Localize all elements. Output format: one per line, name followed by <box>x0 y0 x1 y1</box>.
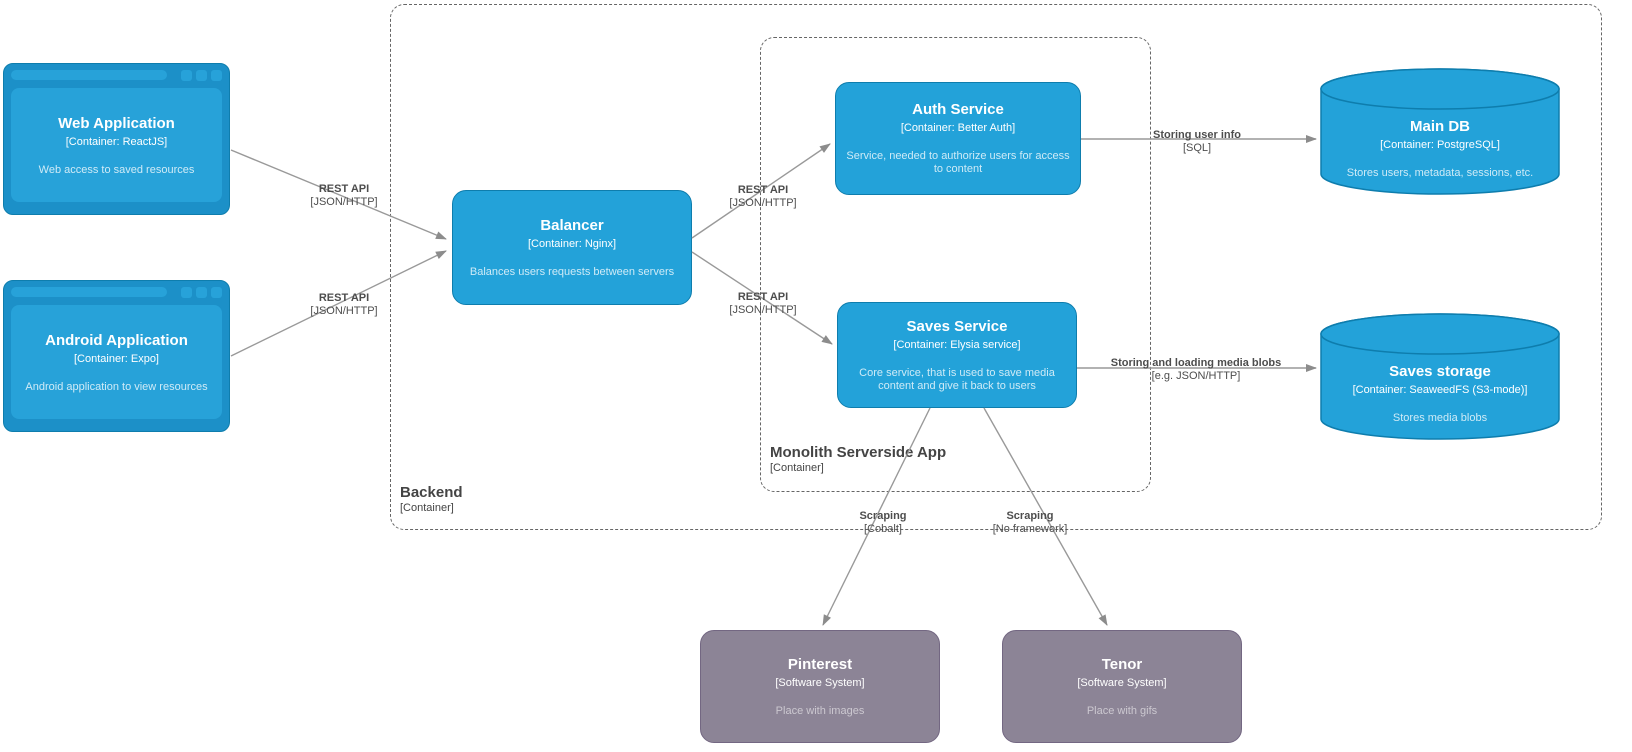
browser-chrome <box>4 281 229 303</box>
node-desc: Android application to view resources <box>25 381 208 393</box>
node-pinterest[interactable]: Pinterest [Software System] Place with i… <box>700 630 940 743</box>
browser-window-button-icon <box>181 286 192 298</box>
edge-tech: [SQL] <box>1182 142 1212 154</box>
edge-tech: [JSON/HTTP] <box>310 305 378 317</box>
edge-tech: [JSON/HTTP] <box>729 197 797 209</box>
node-meta: [Container: PostgreSQL] <box>1380 138 1500 151</box>
node-text: Auth Service [Container: Better Auth] Se… <box>836 83 1080 194</box>
browser-content-panel <box>11 305 222 419</box>
node-title: Main DB <box>1410 117 1470 135</box>
node-title: Tenor <box>1101 655 1143 673</box>
node-desc: Place with images <box>775 704 865 717</box>
node-desc: Stores users, metadata, sessions, etc. <box>1346 166 1534 179</box>
browser-address-bar <box>11 287 167 297</box>
node-web-application[interactable]: Web Application [Container: ReactJS] Web… <box>3 63 230 215</box>
node-text: Android Application [Container: Expo] An… <box>4 303 229 423</box>
browser-window-button-icon <box>211 286 222 298</box>
node-title: Web Application <box>58 115 175 132</box>
node-auth-service[interactable]: Auth Service [Container: Better Auth] Se… <box>835 82 1081 195</box>
edge-label-android-to-balancer[interactable]: REST API [JSON/HTTP] <box>310 292 377 318</box>
edge-label-web-to-balancer[interactable]: REST API [JSON/HTTP] <box>310 183 377 209</box>
edge-label-auth-to-maindb[interactable]: Storing user info [SQL] <box>1153 129 1241 155</box>
node-tenor[interactable]: Tenor [Software System] Place with gifs <box>1002 630 1242 743</box>
node-title: Saves storage <box>1389 362 1491 380</box>
boundary-meta: [Container] <box>770 462 824 474</box>
node-desc: Balances users requests between servers <box>469 265 675 278</box>
edge-name: REST API <box>737 184 789 196</box>
node-meta: [Container: Expo] <box>74 353 159 365</box>
edge-name: REST API <box>737 291 789 303</box>
node-balancer[interactable]: Balancer [Container: Nginx] Balances use… <box>452 190 692 305</box>
edge-label-saves-to-storage[interactable]: Storing and loading media blobs [e.g. JS… <box>1111 357 1282 383</box>
edge-name: Scraping <box>1006 510 1054 522</box>
node-saves-storage[interactable]: Saves storage [Container: SeaweedFS (S3-… <box>1320 313 1560 440</box>
edge-tech: [e.g. JSON/HTTP] <box>1151 370 1241 382</box>
node-meta: [Container: Elysia service] <box>893 338 1021 351</box>
node-desc: Stores media blobs <box>1392 411 1488 424</box>
edge-tech: [JSON/HTTP] <box>729 304 797 316</box>
node-android-application[interactable]: Android Application [Container: Expo] An… <box>3 280 230 432</box>
node-meta: [Container: Better Auth] <box>900 122 1016 134</box>
browser-chrome <box>4 64 229 86</box>
edge-label-saves-to-tenor[interactable]: Scraping [No framework] <box>993 510 1068 536</box>
node-meta: [Container: ReactJS] <box>65 136 168 148</box>
edge-name: Storing and loading media blobs <box>1110 357 1282 369</box>
edge-label-saves-to-pinterest[interactable]: Scraping [Cobalt] <box>859 510 906 536</box>
database-cylinder-icon <box>1320 68 1560 195</box>
browser-window-button-icon <box>181 69 192 81</box>
node-desc: Service, needed to authorize users for a… <box>846 150 1070 175</box>
edge-label-balancer-to-saves[interactable]: REST API [JSON/HTTP] <box>729 291 796 317</box>
node-text: Main DB [Container: PostgreSQL] Stores u… <box>1320 68 1560 195</box>
edge-name: REST API <box>318 292 370 304</box>
boundary-backend-label: Backend [Container] <box>400 484 463 515</box>
node-text: Balancer [Container: Nginx] Balances use… <box>453 191 691 304</box>
node-meta: [Software System] <box>1077 676 1167 689</box>
edge-tech: [JSON/HTTP] <box>310 196 378 208</box>
edge-name: REST API <box>318 183 370 195</box>
node-desc: Web access to saved resources <box>38 164 195 176</box>
edge-name: Storing user info <box>1153 129 1241 141</box>
browser-window-button-icon <box>196 286 207 298</box>
node-main-db[interactable]: Main DB [Container: PostgreSQL] Stores u… <box>1320 68 1560 195</box>
node-text: Saves storage [Container: SeaweedFS (S3-… <box>1320 313 1560 440</box>
node-meta: [Software System] <box>775 676 865 689</box>
edge-tech: [No framework] <box>992 523 1068 535</box>
node-title: Balancer <box>540 216 604 234</box>
node-desc: Place with gifs <box>1086 704 1158 717</box>
node-text: Pinterest [Software System] Place with i… <box>701 631 939 742</box>
node-title: Auth Service <box>912 101 1004 118</box>
node-saves-service[interactable]: Saves Service [Container: Elysia service… <box>837 302 1077 408</box>
browser-content-panel <box>11 88 222 202</box>
edge-tech: [Cobalt] <box>864 523 902 535</box>
database-cylinder-icon <box>1320 313 1560 440</box>
node-text: Tenor [Software System] Place with gifs <box>1003 631 1241 742</box>
browser-window-button-icon <box>196 69 207 81</box>
node-meta: [Container: SeaweedFS (S3-mode)] <box>1352 383 1528 396</box>
browser-window-button-icon <box>211 69 222 81</box>
boundary-title: Backend <box>400 484 463 501</box>
boundary-meta: [Container] <box>400 502 454 514</box>
node-text: Web Application [Container: ReactJS] Web… <box>4 86 229 206</box>
node-title: Android Application <box>45 332 188 349</box>
node-title: Pinterest <box>787 655 853 673</box>
edge-label-balancer-to-auth[interactable]: REST API [JSON/HTTP] <box>729 184 796 210</box>
node-text: Saves Service [Container: Elysia service… <box>838 303 1076 407</box>
node-title: Saves Service <box>906 317 1008 335</box>
edge-name: Scraping <box>859 510 907 522</box>
node-meta: [Container: Nginx] <box>527 237 617 250</box>
browser-address-bar <box>11 70 167 80</box>
node-desc: Core service, that is used to save media… <box>859 366 1055 392</box>
